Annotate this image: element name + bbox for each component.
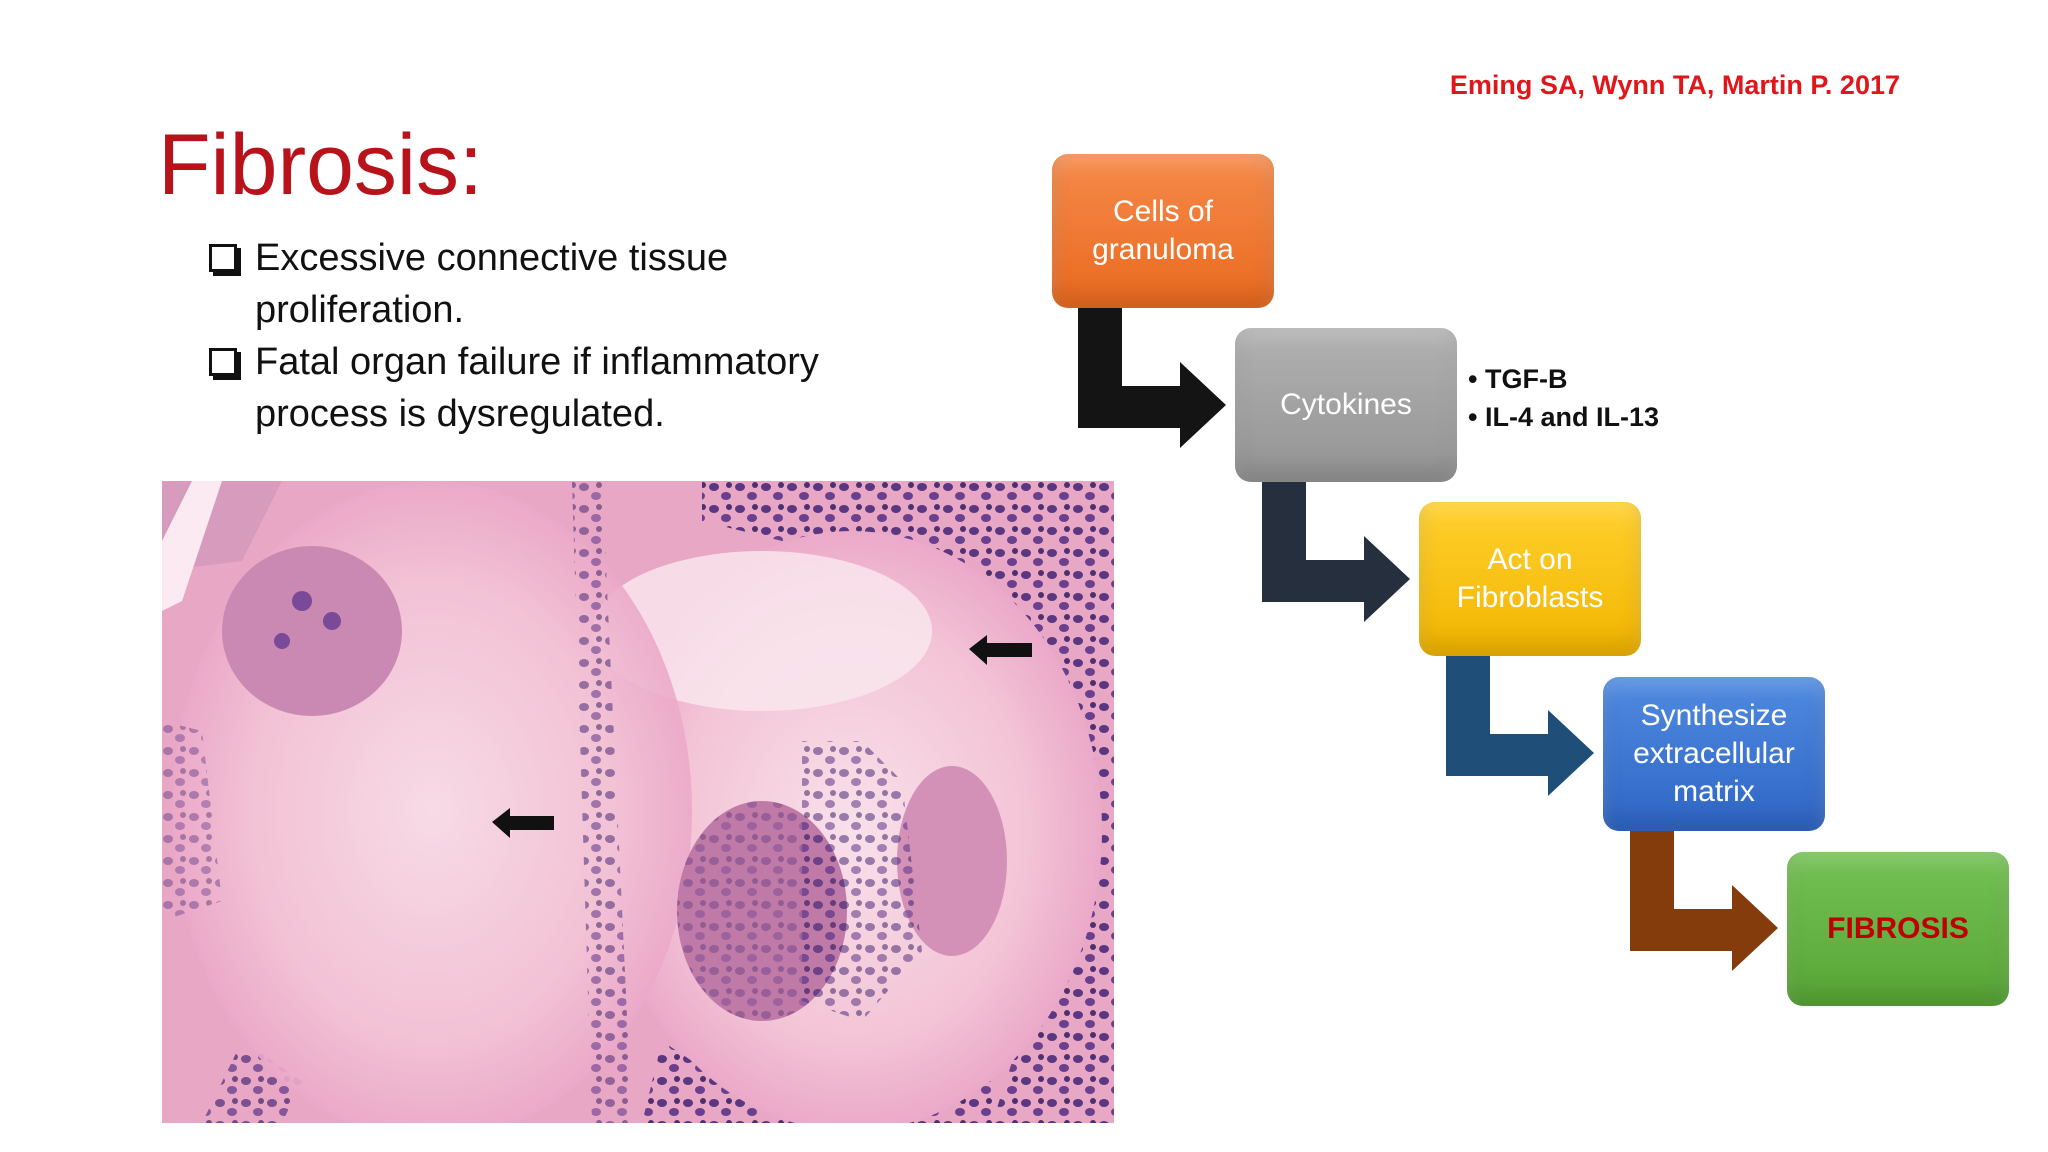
pointer-arrow-icon <box>492 808 554 838</box>
flow-step-label: extracellular <box>1633 737 1795 770</box>
flow-step-cells-of-granuloma: Cells of granuloma <box>1052 154 1274 308</box>
pointer-arrow-icon <box>969 635 1032 665</box>
flow-step-act-on-fibroblasts: Act on Fibroblasts <box>1419 502 1641 656</box>
flow-step-label: FIBROSIS <box>1827 912 1969 945</box>
bullet-text: proliferation. <box>255 289 465 331</box>
flow-step-label: granuloma <box>1092 233 1234 266</box>
flow-step-label: Cells of <box>1112 195 1214 228</box>
checkbox-bullet-icon <box>209 244 237 272</box>
flow-step-fibrosis: FIBROSIS <box>1787 852 2009 1006</box>
flow-step-synthesize-matrix: Synthesize extracellular matrix <box>1603 677 1825 831</box>
flow-step-label: Fibroblasts <box>1456 581 1604 614</box>
bent-arrow-icon <box>1262 482 1410 622</box>
bullet-item: Excessive connective tissue proliferatio… <box>205 232 905 336</box>
bullet-text: Fatal organ failure if inflammatory <box>255 341 819 383</box>
bent-arrow-icon <box>1078 308 1226 448</box>
bullet-text: process is dysregulated. <box>255 393 665 435</box>
flow-step-label: Act on <box>1487 543 1573 576</box>
checkbox-bullet-icon <box>209 348 237 376</box>
flow-step-label: Synthesize <box>1640 699 1788 732</box>
bent-arrow-icon <box>1446 656 1594 796</box>
flow-step-label: matrix <box>1673 775 1755 808</box>
flow-step-cytokines: Cytokines <box>1235 328 1457 482</box>
bullet-text: Excessive connective tissue <box>255 237 729 279</box>
cytokine-item: TGF-B <box>1468 360 1659 398</box>
cytokine-item: IL-4 and IL-13 <box>1468 398 1659 436</box>
slide-title: Fibrosis: <box>158 117 483 213</box>
granuloma-histology-image <box>162 481 1114 1123</box>
bullet-item: Fatal organ failure if inflammatory proc… <box>205 336 905 440</box>
flow-step-label: Cytokines <box>1280 388 1412 421</box>
cytokine-list: TGF-B IL-4 and IL-13 <box>1468 360 1659 436</box>
bullet-list: Excessive connective tissue proliferatio… <box>205 232 905 440</box>
citation: Eming SA, Wynn TA, Martin P. 2017 <box>1449 70 1900 100</box>
bent-arrow-icon <box>1630 831 1778 971</box>
